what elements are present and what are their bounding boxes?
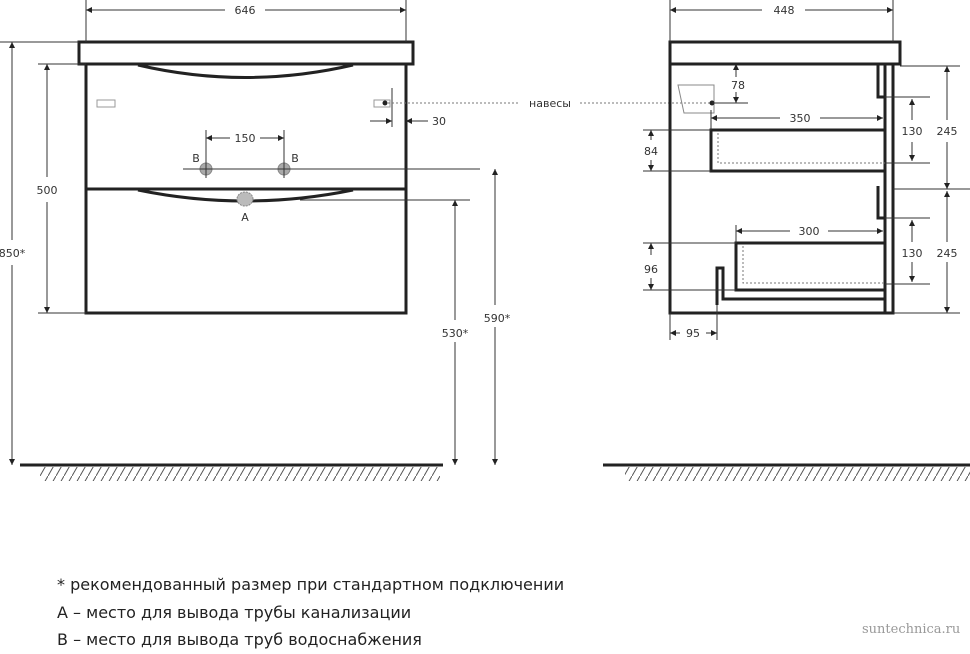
hinges-label: навесы [529,97,571,110]
label-b-left: B [192,152,200,165]
side-body [668,64,895,315]
dim-height-500: 500 [37,184,58,197]
watermark: suntechnica.ru [862,622,961,637]
lower-drawer [734,241,887,292]
upper-drawer [709,128,887,173]
note-recommended: * рекомендованный размер при стандартном… [57,575,565,594]
hinge-left-icon [96,99,116,108]
drain-a-icon [236,191,254,207]
label-a: A [241,211,249,224]
note-b: В – место для вывода труб водоснабжения [57,630,422,649]
drawer-front-tabs [876,64,885,220]
dim-supply-height: 590* [484,312,511,325]
dim-upper-front: 245 [937,125,958,138]
dim-width: 646 [235,4,256,17]
dim-drawer1-depth: 350 [790,112,811,125]
side-countertop [668,40,902,66]
dim-drawer2-height: 96 [644,263,658,276]
siphon-cutout [715,266,885,305]
dim-upper-front-inner: 130 [902,125,923,138]
hinge-right-icon [373,99,391,108]
dim-cutout: 95 [686,327,700,340]
dim-hinge-height: 78 [731,79,745,92]
dim-total-height: 850* [0,247,26,260]
floor-hatch [40,467,440,481]
dim-lower-front-inner: 130 [902,247,923,260]
dim-hinge-offset: 30 [432,115,446,128]
dim-drawer2-depth: 300 [799,225,820,238]
countertop [77,40,415,66]
note-a: А – место для вывода трубы канализации [57,602,412,622]
notes: * рекомендованный размер при стандартном… [57,571,564,654]
dim-drawer1-height: 84 [644,145,658,158]
side-floor-hatch [625,467,970,481]
front-view: B B A 646 850* 500 530* 590* 30 150 наве… [0,0,712,481]
dim-drain-height: 530* [442,327,469,340]
dim-lower-front: 245 [937,247,958,260]
dim-depth: 448 [774,4,795,17]
side-view: 448 78 350 84 300 96 95 130 130 245 245 [603,0,970,481]
upper-handle-curve [137,63,354,79]
dim-supply-spacing: 150 [235,132,256,145]
hinge-bracket-icon [677,84,715,114]
label-b-right: B [291,152,299,165]
